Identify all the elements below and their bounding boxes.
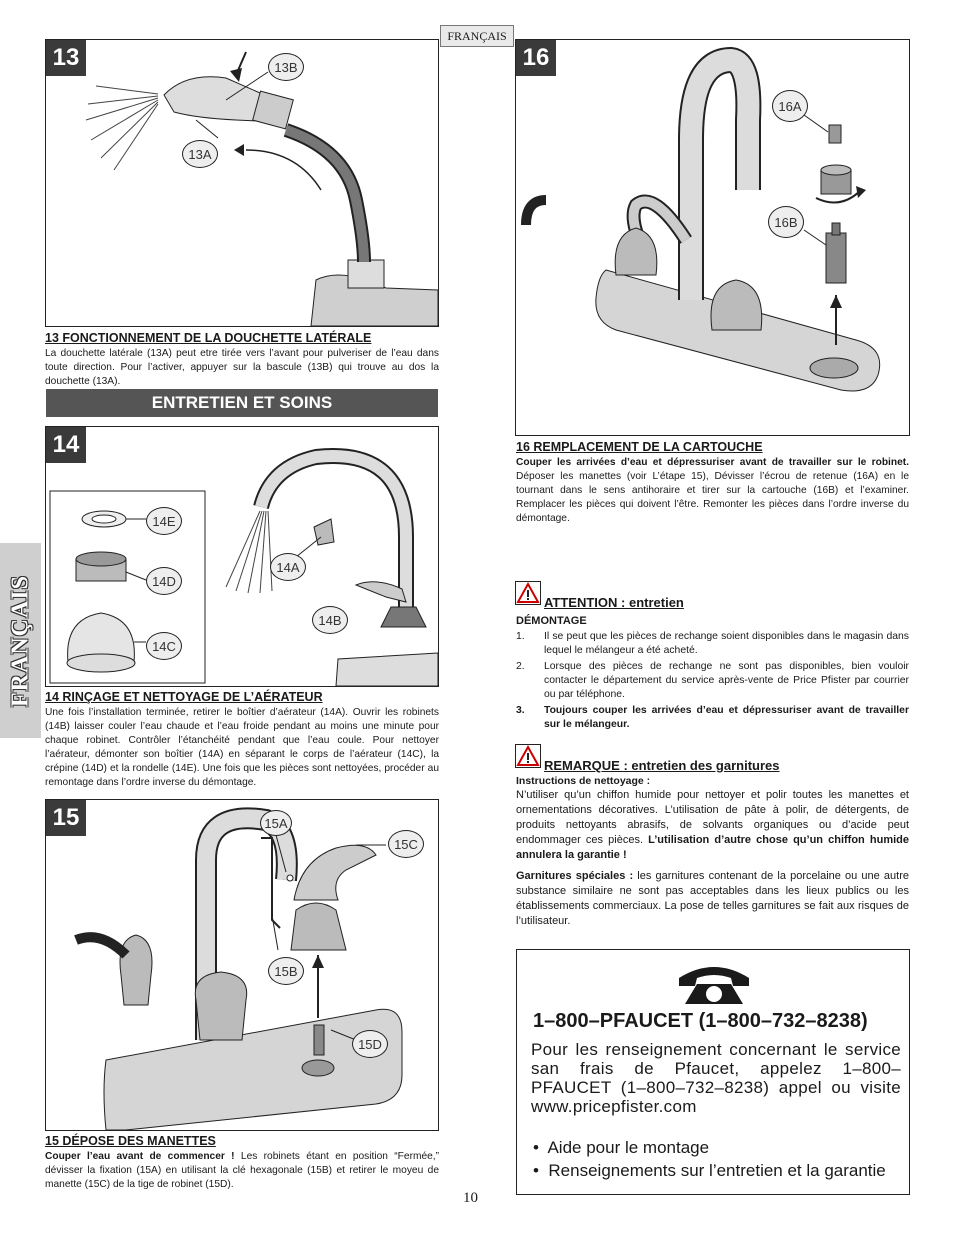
step-16-title: 16 REMPLACEMENT DE LA CARTOUCHE: [516, 440, 763, 454]
label-14c: 14C: [146, 632, 182, 660]
care-section-banner: ENTRETIEN ET SOINS: [46, 389, 438, 417]
step-15-illustration: 15 15A 15C 15B 15D: [45, 799, 439, 1131]
remarque-title: REMARQUE : entretien des garnitures: [544, 758, 780, 773]
step-14-text: Une fois l’installation terminée, retire…: [45, 707, 439, 788]
list-item: • Aide pour le montage: [533, 1138, 710, 1157]
label-16b: 16B: [768, 206, 804, 238]
side-tab-label: FRANÇAIS: [7, 574, 33, 707]
side-spray-drawing: [85, 51, 438, 326]
step-15-number: 15: [46, 800, 86, 836]
aerator-drawing: [49, 448, 438, 686]
step-13-number: 13: [46, 40, 86, 76]
handle-removal-drawing: [74, 807, 403, 1130]
label-14b: 14B: [312, 606, 348, 634]
cleaning-text: N’utiliser qu’un chiffon humide pour net…: [516, 789, 910, 861]
cleaning-title: Instructions de nettoyage :: [516, 775, 651, 787]
warning-icon: [515, 744, 541, 768]
label-14a: 14A: [270, 553, 306, 581]
label-14d: 14D: [146, 567, 182, 595]
step-14-number: 14: [46, 427, 86, 463]
attention-list: 1.Il se peut que les pièces de rechange …: [516, 630, 909, 734]
attention-item-1: 1.Il se peut que les pièces de rechange …: [516, 631, 909, 656]
step-15-text: Couper l’eau avant de commencer ! Les ro…: [45, 1150, 439, 1192]
list-item: • Renseignements sur l’entretien et la g…: [533, 1161, 886, 1180]
step-13-illustration: 13 13B 13A: [45, 39, 439, 327]
step-16-text: Couper les arrivées d’eau et dépressuris…: [516, 456, 909, 526]
telephone-icon: [679, 967, 749, 1004]
phone-number: 1–800–PFAUCET (1–800–732–8238): [533, 1010, 868, 1032]
step-16-illustration: 16 16A 16B: [515, 39, 910, 436]
label-13b: 13B: [268, 53, 304, 81]
warranty-warning: L’utilisation d’autre chose qu’un chiffo…: [516, 834, 910, 861]
label-15d: 15D: [352, 1030, 388, 1058]
cartridge-drawing: [521, 46, 881, 392]
language-tag: FRANÇAIS: [440, 25, 514, 47]
step-15-title: 15 DÉPOSE DES MANETTES: [45, 1134, 216, 1148]
step-13-title: 13 FONCTIONNEMENT DE LA DOUCHETTE LATÉRA…: [45, 331, 372, 345]
label-16a: 16A: [772, 90, 808, 122]
label-15a: 15A: [260, 810, 292, 836]
step-13-text: La douchette latérale (13A) peut etre ti…: [45, 348, 439, 387]
attention-title: ATTENTION : entretien: [544, 595, 684, 610]
phone-info-box: 1–800–PFAUCET (1–800–732–8238) Pour les …: [516, 949, 910, 1195]
attention-item-3: 3.Toujours couper les arrivées d’eau et …: [516, 705, 909, 730]
step-15-body: Les robinets étant en position “Fermée,”…: [45, 1151, 439, 1190]
label-15b: 15B: [268, 957, 304, 985]
label-13a: 13A: [182, 140, 218, 168]
page-number: 10: [463, 1190, 478, 1206]
warning-icon: [515, 581, 541, 605]
attention-item-2: 2.Lorsque des pièces de rechange ne sont…: [516, 661, 909, 700]
step-16-lead: Couper les arrivées d’eau et dépressuris…: [516, 457, 909, 468]
attention-subtitle: DÉMONTAGE: [516, 615, 587, 627]
special-trim-text: Garnitures spéciales : les garnitures co…: [516, 870, 909, 927]
label-15c: 15C: [388, 830, 424, 858]
phone-text: Pour les renseignement concernant le ser…: [531, 1040, 901, 1116]
step-14-illustration: 14 14E 14D 14C 14A 14B: [45, 426, 439, 687]
label-14e: 14E: [146, 507, 182, 535]
step-14-title: 14 RINÇAGE ET NETTOYAGE DE L’AÉRATEUR: [45, 690, 323, 704]
step-16-body: Déposer les manettes (voir L’étape 15), …: [516, 471, 909, 524]
step-15-lead: Couper l’eau avant de commencer !: [45, 1151, 235, 1162]
side-language-tab: FRANÇAIS: [0, 543, 41, 738]
service-list: • Aide pour le montage • Renseignements …: [533, 1136, 886, 1182]
step-16-number: 16: [516, 40, 556, 76]
